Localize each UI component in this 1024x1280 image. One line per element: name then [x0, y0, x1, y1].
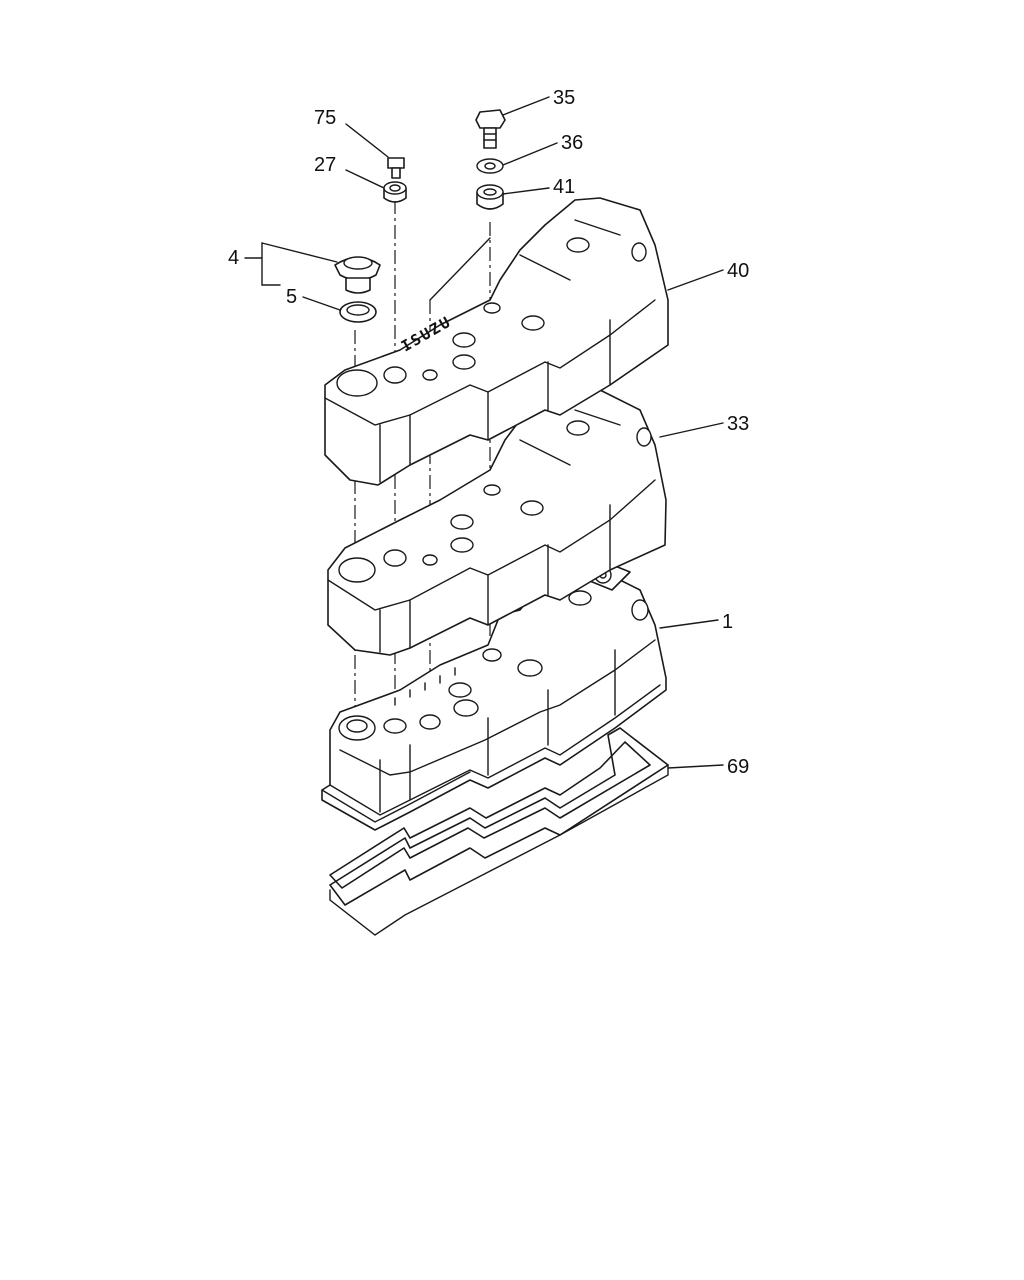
o-ring-5	[339, 301, 377, 323]
gasket-69	[329, 727, 669, 936]
washer-36	[476, 158, 504, 174]
callout-41: 41	[553, 176, 575, 198]
callout-40: 40	[727, 260, 749, 282]
cover-rib-marks	[394, 667, 456, 706]
grommet-41	[476, 184, 504, 210]
cover-top-40: ISUZU	[324, 197, 669, 486]
leader-lines	[244, 96, 724, 769]
seal-27	[383, 181, 407, 203]
callout-36: 36	[561, 132, 583, 154]
callout-75: 75	[314, 107, 336, 129]
oil-filler-cap-4	[334, 256, 381, 294]
bolt-75	[387, 157, 405, 179]
callout-labels: 75 27 35 36 41 4 5 40 33 1 69	[228, 87, 749, 778]
bolt-35	[475, 109, 506, 149]
cover-insulator-33	[327, 384, 667, 656]
callout-4: 4	[228, 247, 239, 269]
callout-5: 5	[286, 286, 297, 308]
callout-35: 35	[553, 87, 575, 109]
callout-33: 33	[727, 413, 749, 435]
rocker-cover-base-1	[321, 557, 667, 831]
callout-1: 1	[722, 611, 733, 633]
callout-27: 27	[314, 154, 336, 176]
callout-69: 69	[727, 756, 749, 778]
